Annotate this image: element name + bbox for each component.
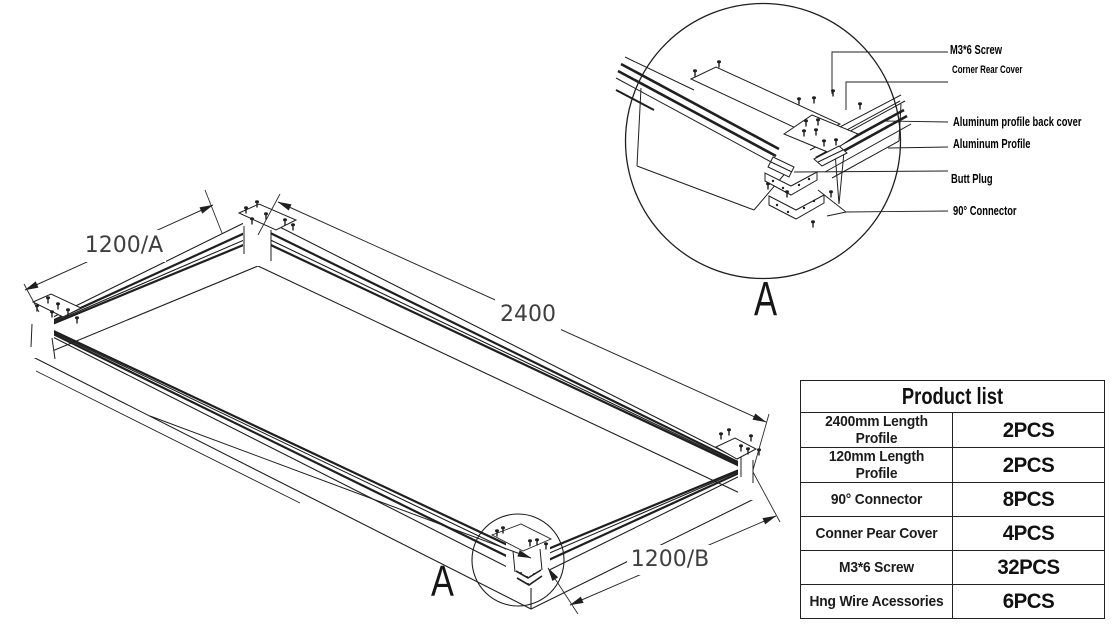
callout-label-m36-screw: M3*6 Screw xyxy=(950,42,1003,57)
qty-cell: 8PCS xyxy=(952,482,1105,517)
detail-view-a xyxy=(615,2,949,280)
item-cell: M3*6 Screw xyxy=(800,550,953,585)
detail-left-profile xyxy=(615,56,789,211)
callout-label-profile-back-cover: Aluminum profile back cover xyxy=(953,114,1082,129)
table-row: M3*6 Screw 32PCS xyxy=(800,550,1105,585)
item-cell: Hng Wire Acessories xyxy=(800,584,953,619)
detail-marker-view: A xyxy=(754,273,778,326)
table-title: Product list xyxy=(800,380,1105,413)
corner-hardware-right xyxy=(714,427,762,460)
qty-cell: 4PCS xyxy=(952,516,1105,551)
detail-marker-main: A xyxy=(431,557,454,606)
callout-label-butt-plug: Butt Plug xyxy=(951,171,993,186)
corner-hardware-left xyxy=(31,293,83,325)
callout-label-90-connector: 90° Connector xyxy=(953,203,1017,218)
qty-cell: 2PCS xyxy=(952,447,1105,483)
callout-label-aluminum-profile: Aluminum Profile xyxy=(953,136,1031,151)
qty-cell: 2PCS xyxy=(952,412,1105,448)
item-cell: 90° Connector xyxy=(800,482,953,517)
qty-cell: 6PCS xyxy=(952,584,1105,619)
item-cell: 2400mm Length Profile xyxy=(800,412,953,448)
table-row: 2400mm Length Profile 2PCS xyxy=(800,412,1105,448)
table-row: 120mm Length Profile 2PCS xyxy=(800,447,1105,483)
qty-cell: 32PCS xyxy=(952,550,1105,585)
callout-label-corner-rear-cover: Corner Rear Cover xyxy=(952,64,1023,76)
item-cell: Conner Pear Cover xyxy=(800,516,953,551)
dimension-label-1200b: 1200/B xyxy=(627,545,713,575)
detail-butt-plugs xyxy=(767,145,848,178)
detail-callout-circle xyxy=(471,513,565,607)
detail-90-connectors xyxy=(764,171,834,229)
detail-leader-lines xyxy=(793,51,949,217)
item-cell: 120mm Length Profile xyxy=(800,447,953,483)
detail-corner-rear-cover xyxy=(689,66,860,154)
corner-hardware-bottom xyxy=(490,523,553,586)
table-row: Conner Pear Cover 4PCS xyxy=(800,516,1105,551)
dimension-label-2400: 2400 xyxy=(495,299,561,331)
table-row: 90° Connector 8PCS xyxy=(800,482,1105,517)
dimension-label-1200a: 1200/A xyxy=(82,230,166,262)
table-row: Hng Wire Acessories 6PCS xyxy=(800,584,1105,619)
detail-pointer-line xyxy=(149,415,532,559)
product-list-table: Product list 2400mm Length Profile 2PCS … xyxy=(800,380,1105,619)
table-header-row: Product list xyxy=(800,380,1105,413)
